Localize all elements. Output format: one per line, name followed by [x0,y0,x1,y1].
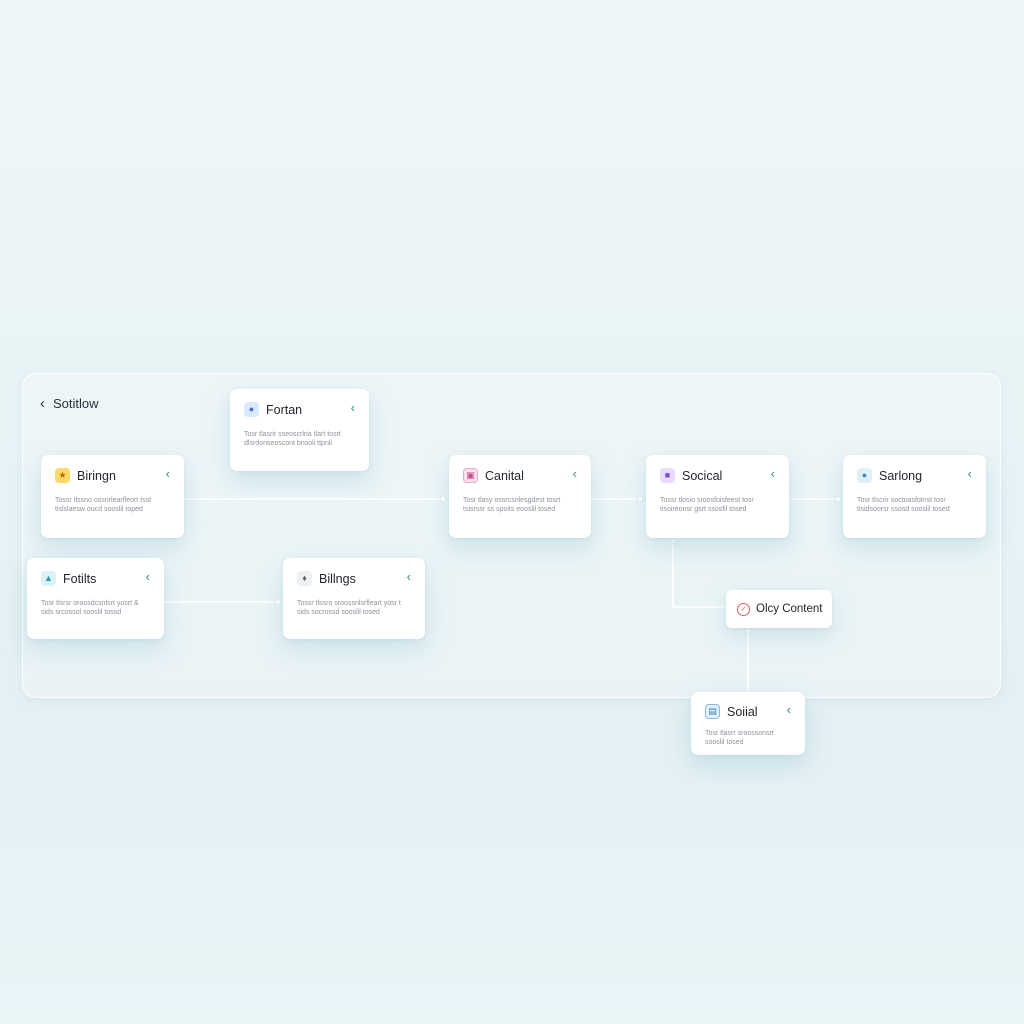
check-circle-icon: ✓ [737,602,750,616]
chevron-left-icon: ‹ [40,395,45,412]
chevron-icon[interactable]: ‹ [572,466,577,481]
node-card-socical[interactable]: ■ Socical ‹ Tossr tlosio sroosfoisfeest … [646,455,789,538]
node-title: Sarlong [879,468,923,483]
person-icon: ● [857,468,872,483]
node-card-canital[interactable]: ▣ Canital ‹ Tosr tlasy ossrcsnlesgdest t… [449,455,591,538]
node-title: Soiial [727,704,758,719]
chevron-icon[interactable]: ‹ [406,569,411,584]
chevron-icon[interactable]: ‹ [165,466,170,481]
person-icon: ● [244,402,259,417]
chevron-icon[interactable]: ‹ [350,400,355,415]
node-title: Billngs [319,571,356,586]
cube-icon: ▲ [41,571,56,586]
node-card-fotilts[interactable]: ▲ Fotilts ‹ Tosr tlsrsr oroosdcsnlsrt yo… [27,558,164,639]
node-description: Tosr tlasrir sseoscrlria tlart tosrt dls… [244,431,341,447]
node-pill-content[interactable]: ✓ Olcy Content [726,590,832,628]
pill-label: Olcy Content [756,603,823,615]
node-card-fortan[interactable]: ● Fortan ‹ Tosr tlasrir sseoscrlria tlar… [230,389,369,471]
workflow-title: Sotitlow [53,396,99,411]
node-card-billngs[interactable]: ♦ Billngs ‹ Tossr tlssro sroossnlsrflear… [283,558,425,639]
node-description: Tossr tlssro sroossnlsrfleart yosr t sid… [297,600,401,616]
node-description: Tossr tlosio sroosfoisfeest tosr tisoire… [660,497,754,513]
node-title: Canital [485,468,524,483]
node-title: Biringn [77,468,116,483]
node-description: Tossr tlssno ossnrlearfleort tsst tislsl… [55,497,152,513]
node-card-soiial[interactable]: ▤ Soiial ‹ Tosr tlasrr sroossonsrt soosl… [691,692,805,755]
chevron-icon[interactable]: ‹ [770,466,775,481]
node-title: Fortan [266,402,303,417]
node-card-sarlong[interactable]: ● Sarlong ‹ Tosr tlscrir soctoasfotnst t… [843,455,986,538]
node-card-biringn[interactable]: ★ Biringn ‹ Tossr tlssno ossnrlearfleort… [41,455,184,538]
node-title: Fotilts [63,571,97,586]
chevron-icon[interactable]: ‹ [145,569,150,584]
lightbulb-icon: ★ [55,468,70,483]
node-description: Tosr tlasy ossrcsnlesgdest tosrt tsisrss… [463,497,561,513]
node-description: Tosr tlasrr sroossonsrt sooslil tosed [705,730,774,746]
image-icon: ▣ [463,468,478,483]
shield-icon: ♦ [297,571,312,586]
document-icon: ▤ [705,704,720,719]
node-title: Socical [682,468,723,483]
node-description: Tosr tlsrsr oroosdcsnlsrt yosrt & sids s… [41,600,139,616]
chevron-icon[interactable]: ‹ [967,466,972,481]
chevron-icon[interactable]: ‹ [786,702,791,717]
node-description: Tosr tlscrir soctoasfotnst tosr tisidsoo… [857,497,950,513]
bookmark-icon: ■ [660,468,675,483]
back-button[interactable]: ‹ Sotitlow [40,396,99,411]
